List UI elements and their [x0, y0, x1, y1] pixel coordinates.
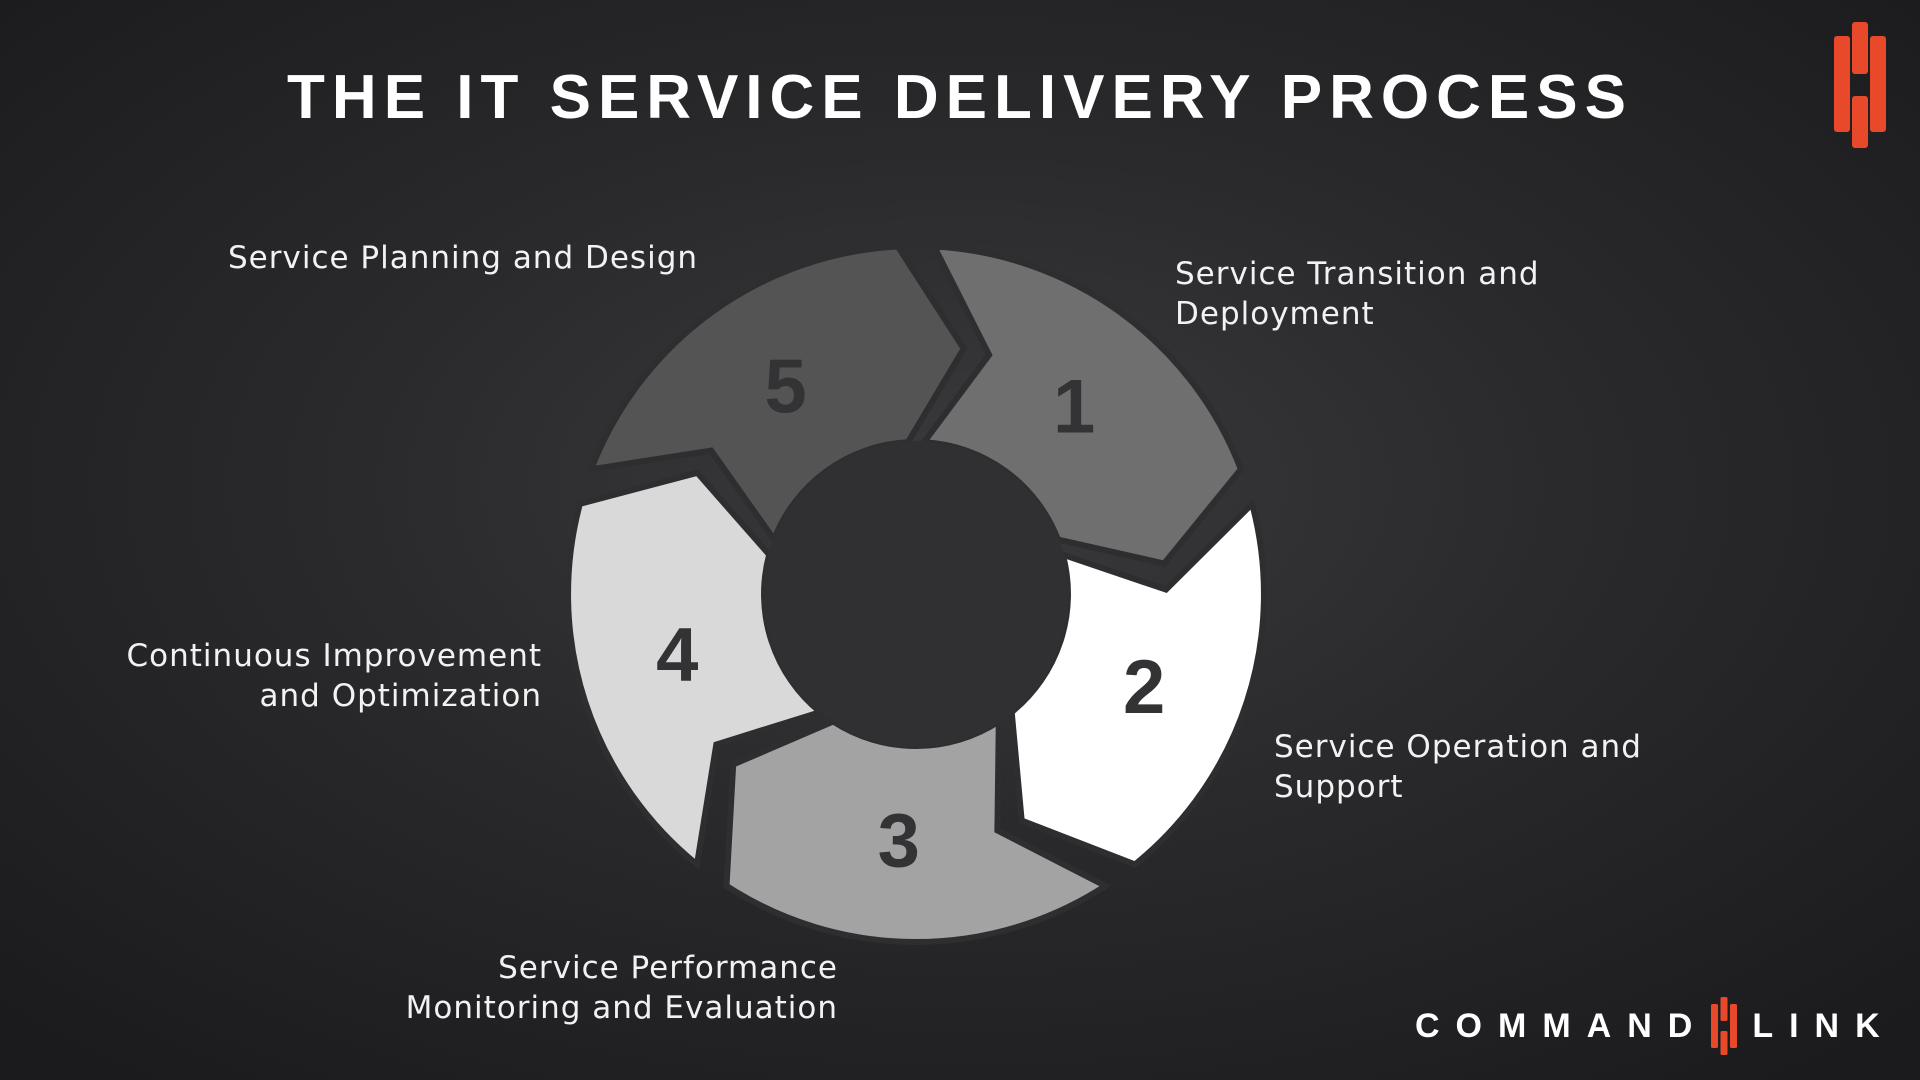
brand-word-command: COMMAND: [1415, 1006, 1709, 1045]
segment-number-1: 1: [1053, 365, 1095, 450]
segment-number-3: 3: [878, 798, 920, 883]
brand-separator-icon: [1711, 997, 1738, 1055]
brand-wordmark: COMMAND LINK: [1415, 996, 1896, 1056]
brand-word-link: LINK: [1752, 1006, 1896, 1045]
step-2-label: Service Transition and Deployment: [1175, 256, 1540, 332]
step-1-label: Service Planning and Design: [228, 240, 699, 276]
step-3-label: Service Operation and Support: [1274, 729, 1642, 805]
step-5-label: Continuous Improvement and Optimization: [126, 638, 542, 714]
segment-number-4: 4: [656, 613, 698, 698]
center-circle: [763, 441, 1069, 747]
segment-number-5: 5: [764, 344, 806, 429]
step-4-label: Service Performance Monitoring and Evalu…: [405, 950, 838, 1026]
commandlink-logo-icon: [1834, 22, 1886, 148]
segment-number-2: 2: [1123, 645, 1165, 730]
page-title: THE IT SERVICE DELIVERY PROCESS: [287, 63, 1633, 132]
